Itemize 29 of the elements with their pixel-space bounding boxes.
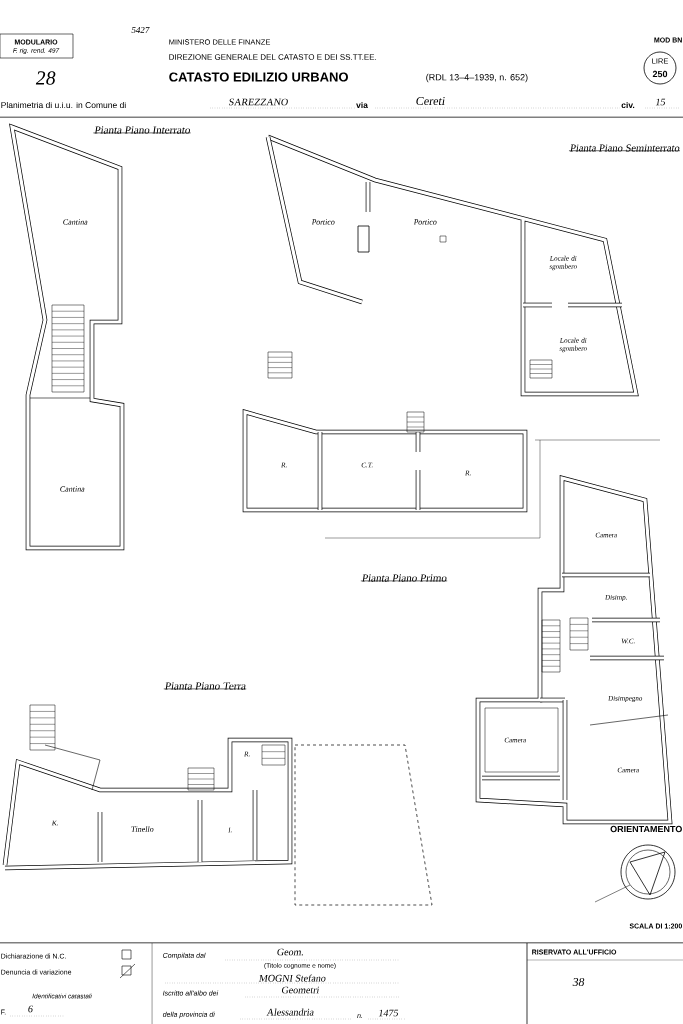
handwritten-entry: 38 bbox=[572, 977, 585, 987]
handwritten-entry: Alessandria bbox=[266, 1008, 314, 1016]
handwritten-note: 5427 bbox=[131, 27, 150, 34]
form-text: via bbox=[356, 101, 368, 109]
handwritten-entry: Cereti bbox=[416, 96, 445, 105]
room-label: Cantina bbox=[60, 486, 85, 492]
form-text: DIREZIONE GENERALE DEL CATASTO E DEI SS.TT.EE. bbox=[169, 54, 376, 60]
handwritten-entry: 15 bbox=[655, 98, 666, 106]
handwritten-entry: MOGNI Stefano bbox=[258, 974, 326, 982]
plan-title: Pianta Piano Terra bbox=[163, 682, 247, 690]
handwritten-entry: 1475 bbox=[378, 1009, 399, 1017]
form-text: 250 bbox=[652, 70, 668, 78]
form-text: (RDL 13–4–1939, n. 652) bbox=[426, 73, 528, 83]
handwritten-entry: Geometri bbox=[281, 986, 319, 994]
room-label: Cantina bbox=[63, 219, 88, 225]
plan-title: Pianta Piano Primo bbox=[360, 574, 448, 582]
plan-title: Pianta Piano Seminterrato bbox=[568, 144, 681, 152]
room-label: Tinello bbox=[131, 826, 154, 832]
handwritten-entry: 6 bbox=[28, 1005, 33, 1013]
form-title: CATASTO EDILIZIO URBANO bbox=[169, 72, 348, 82]
plan-title: Pianta Piano Interrato bbox=[93, 126, 191, 134]
form-text: Planimetria di u.i.u. in Comune di bbox=[1, 101, 126, 109]
room-label: Portico bbox=[311, 219, 335, 225]
room-label: Portico bbox=[413, 219, 437, 225]
form-text: civ. bbox=[621, 101, 635, 109]
handwritten-entry: Geom. bbox=[277, 948, 303, 956]
handwritten-entry: 28 bbox=[35, 71, 56, 85]
handwritten-entry: SAREZZANO bbox=[229, 98, 288, 106]
form-text: ORIENTAMENTO bbox=[610, 825, 682, 833]
